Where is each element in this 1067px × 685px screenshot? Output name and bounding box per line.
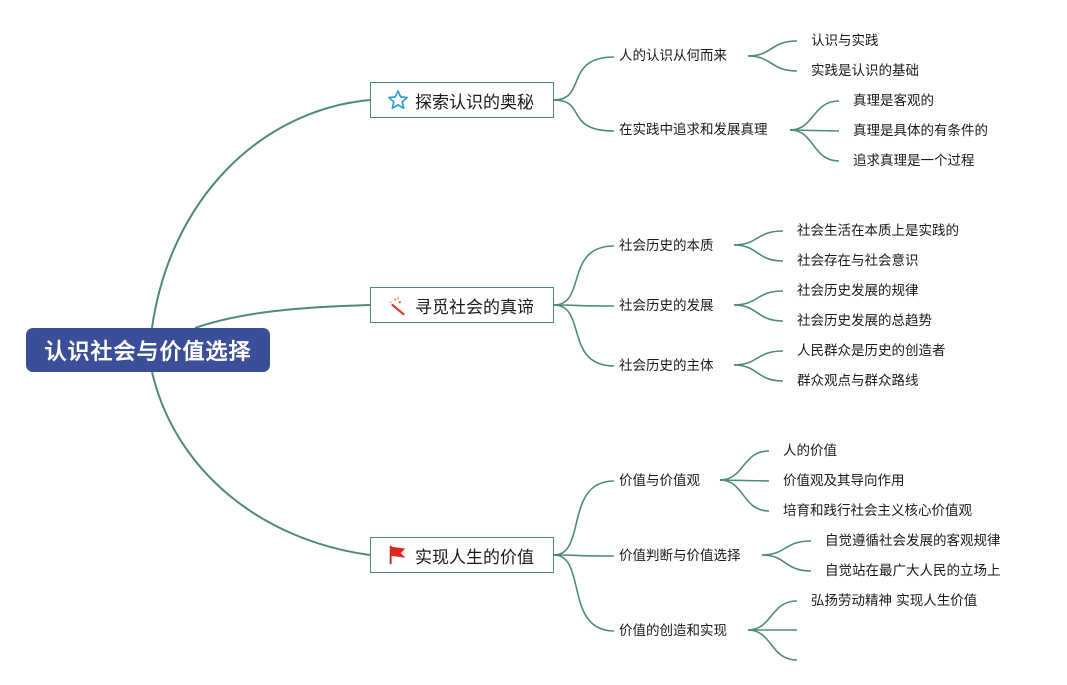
branch-label: 探索认识的奥秘 (415, 92, 534, 113)
leaf-node[interactable]: 真理是具体的有条件的 (853, 123, 988, 139)
connector-line (761, 554, 812, 572)
connector-line (789, 129, 840, 132)
connector-line (733, 304, 784, 322)
connector-line (719, 479, 770, 512)
connector-line (194, 304, 371, 329)
branch-label: 实现人生的价值 (415, 547, 534, 568)
connector-line (553, 554, 615, 632)
connector-line (733, 230, 784, 246)
connector-line (733, 364, 784, 382)
connector-line (151, 371, 371, 556)
magic-wand-icon (387, 294, 409, 316)
connector-line (553, 554, 615, 557)
star-outline-icon (387, 89, 409, 111)
connector-line (719, 450, 770, 481)
connector-line (747, 600, 798, 631)
connector-line (553, 99, 615, 132)
leaf-node[interactable]: 社会历史发展的规律 (797, 283, 919, 299)
branch-explore-cognition[interactable]: 探索认识的奥秘 (370, 82, 554, 118)
sub-node[interactable]: 社会历史的本质 (619, 238, 714, 254)
connector-line (789, 100, 840, 131)
connector-line (747, 40, 798, 57)
connector-line (761, 540, 812, 556)
leaf-node[interactable]: 社会存在与社会意识 (797, 253, 919, 269)
leaf-node[interactable]: 培育和践行社会主义核心价值观 (783, 503, 972, 519)
connector-line (747, 55, 798, 72)
leaf-node[interactable]: 认识与实践 (811, 33, 879, 49)
connector-line (733, 290, 784, 306)
leaf-node[interactable]: 自觉遵循社会发展的客观规律 (825, 533, 1001, 549)
connector-line (719, 479, 770, 482)
sub-node[interactable]: 社会历史的发展 (619, 298, 714, 314)
leaf-node[interactable]: 实践是认识的基础 (811, 63, 919, 79)
connector-line (553, 304, 615, 367)
connector-line (553, 245, 615, 306)
leaf-node[interactable]: 自觉站在最广大人民的立场上 (825, 563, 1001, 579)
sub-node[interactable]: 价值与价值观 (619, 473, 700, 489)
branch-realize-value[interactable]: 实现人生的价值 (370, 537, 554, 573)
connector-line (151, 99, 371, 329)
connector-line (553, 304, 615, 307)
branch-society-truth[interactable]: 寻觅社会的真谛 (370, 287, 554, 323)
sub-node[interactable]: 在实践中追求和发展真理 (619, 122, 768, 138)
connector-line (553, 480, 615, 556)
leaf-node[interactable]: 人民群众是历史的创造者 (797, 343, 946, 359)
leaf-node[interactable]: 弘扬劳动精神 实现人生价值 (811, 593, 978, 609)
red-flag-icon (387, 544, 409, 566)
leaf-node[interactable]: 追求真理是一个过程 (853, 153, 975, 169)
branch-label: 寻觅社会的真谛 (415, 297, 534, 318)
sub-node[interactable]: 社会历史的主体 (619, 358, 714, 374)
connector-line (789, 129, 840, 162)
leaf-node[interactable]: 社会历史发展的总趋势 (797, 313, 932, 329)
leaf-node[interactable]: 人的价值 (783, 443, 837, 459)
connector-line (553, 56, 615, 101)
sub-node[interactable]: 价值的创造和实现 (619, 623, 727, 639)
root-node[interactable]: 认识社会与价值选择 (26, 328, 270, 372)
connector-line (747, 629, 798, 661)
leaf-node[interactable]: 价值观及其导向作用 (783, 473, 905, 489)
connector-line (733, 350, 784, 366)
sub-node[interactable]: 价值判断与价值选择 (619, 548, 741, 564)
sub-node[interactable]: 人的认识从何而来 (619, 48, 727, 64)
root-label: 认识社会与价值选择 (44, 340, 252, 365)
leaf-node[interactable]: 群众观点与群众路线 (797, 373, 919, 389)
leaf-node[interactable]: 真理是客观的 (853, 93, 934, 109)
connector-line (733, 244, 784, 262)
leaf-node[interactable]: 社会生活在本质上是实践的 (797, 223, 959, 239)
